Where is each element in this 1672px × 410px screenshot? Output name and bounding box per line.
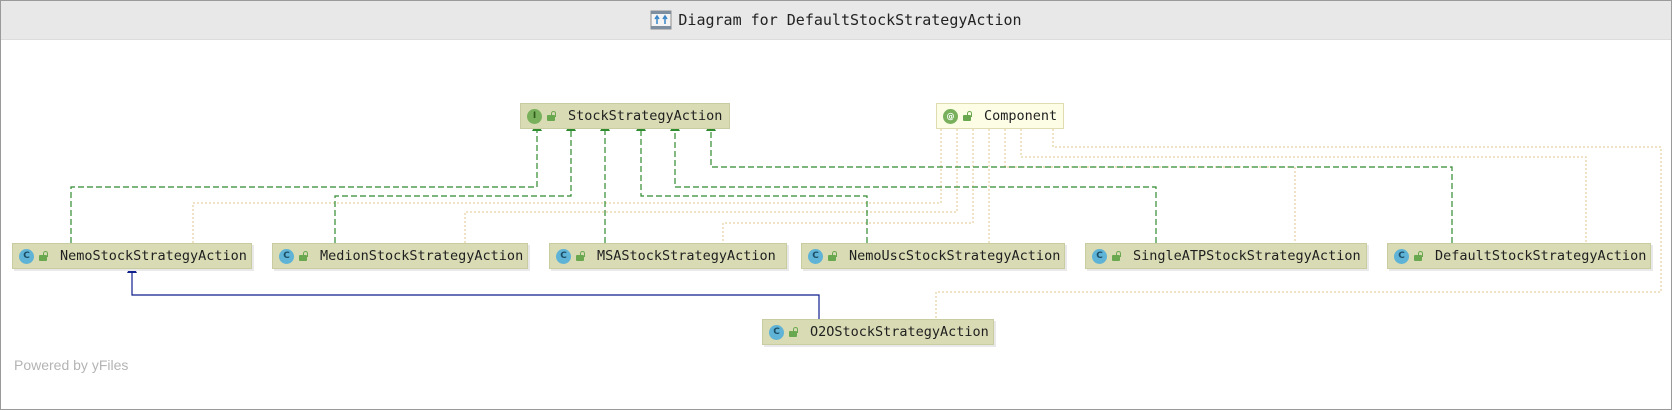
annotation-edge-medion	[464, 129, 958, 243]
implements-edge-medion	[334, 122, 576, 243]
node-label: StockStrategyAction	[568, 108, 723, 124]
annotation-edge-msa	[722, 129, 974, 243]
extends-edge-o2o	[127, 264, 820, 319]
class-icon: C	[769, 324, 784, 340]
node-medion-stock-strategy-action[interactable]: C MedionStockStrategyAction	[272, 243, 528, 269]
class-icon: C	[1092, 248, 1107, 264]
node-label: NemoUscStockStrategyAction	[849, 248, 1061, 264]
class-icon: C	[19, 248, 34, 264]
implements-edge-nemo-usc	[636, 122, 868, 243]
class-icon: C	[1394, 248, 1409, 264]
diagram-title: Diagram for DefaultStockStrategyAction	[678, 11, 1022, 29]
implements-edge-nemo	[70, 122, 542, 243]
class-icon: C	[556, 248, 571, 264]
lock-icon	[38, 251, 48, 261]
lock-icon	[575, 251, 585, 261]
node-label: NemoStockStrategyAction	[60, 248, 247, 264]
node-o2o-stock-strategy-action[interactable]: C O2OStockStrategyAction	[762, 319, 994, 345]
annotation-edge-o2o	[935, 129, 1662, 319]
class-icon: C	[808, 248, 823, 264]
annotation-edge-default	[1020, 129, 1587, 243]
node-label: DefaultStockStrategyAction	[1435, 248, 1647, 264]
diagram-icon	[650, 10, 672, 30]
node-default-stock-strategy-action[interactable]: C DefaultStockStrategyAction	[1387, 243, 1651, 269]
lock-icon	[827, 251, 837, 261]
lock-icon	[1111, 251, 1121, 261]
implements-edge-default	[706, 122, 1453, 243]
node-single-atp-stock-strategy-action[interactable]: C SingleATPStockStrategyAction	[1085, 243, 1367, 269]
powered-by-label: Powered by yFiles	[14, 357, 129, 373]
class-icon: C	[279, 248, 294, 264]
lock-icon	[298, 251, 308, 261]
lock-icon	[962, 111, 972, 121]
title-bar: Diagram for DefaultStockStrategyAction	[1, 1, 1671, 40]
node-nemo-usc-stock-strategy-action[interactable]: C NemoUscStockStrategyAction	[801, 243, 1065, 269]
node-label: MSAStockStrategyAction	[597, 248, 776, 264]
node-component[interactable]: @ Component	[936, 103, 1064, 129]
annotation-edge-single-atp	[1004, 129, 1296, 243]
node-stock-strategy-action[interactable]: I StockStrategyAction	[520, 103, 730, 129]
annotation-edge-nemo	[192, 129, 942, 243]
node-label: MedionStockStrategyAction	[320, 248, 524, 264]
node-label: O2OStockStrategyAction	[810, 324, 989, 340]
lock-icon	[1413, 251, 1423, 261]
lock-icon	[546, 111, 556, 121]
node-msa-stock-strategy-action[interactable]: C MSAStockStrategyAction	[549, 243, 787, 269]
annotation-icon: @	[943, 108, 958, 124]
node-label: SingleATPStockStrategyAction	[1133, 248, 1361, 264]
node-label: Component	[984, 108, 1058, 124]
interface-icon: I	[527, 108, 542, 124]
node-nemo-stock-strategy-action[interactable]: C NemoStockStrategyAction	[12, 243, 252, 269]
implements-edge-single-atp	[670, 122, 1157, 243]
lock-icon	[788, 327, 798, 337]
